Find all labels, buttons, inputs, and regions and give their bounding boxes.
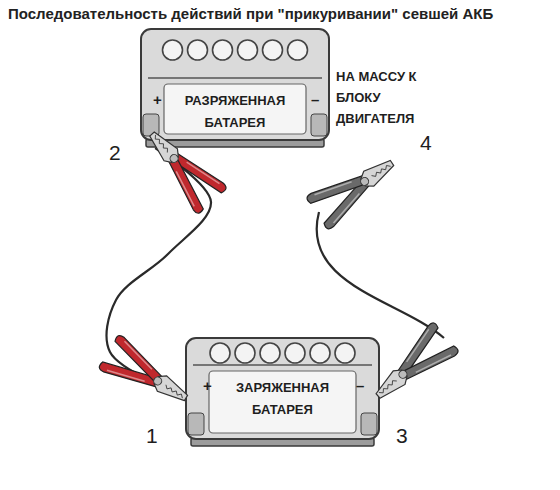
battery-box: РАЗРЯЖЕННАЯ БАТАРЕЯ <box>140 28 330 148</box>
red-clamp <box>137 121 228 215</box>
title: Последовательность действий при "прикури… <box>8 5 493 22</box>
ground-cable <box>317 212 444 338</box>
ground-note: НА МАССУ К БЛОКУ ДВИГАТЕЛЯ <box>336 66 454 129</box>
red-clamp <box>98 334 196 415</box>
black-clamp <box>306 146 404 230</box>
battery-box: ЗАРЯЖЕННАЯ БАТАРЕЯ <box>185 337 380 447</box>
callout-number: 2 <box>109 141 121 165</box>
black-clamp <box>365 321 460 411</box>
battery-label: РАЗРЯЖЕННАЯ БАТАРЕЯ <box>170 90 300 134</box>
callout-number: 4 <box>420 131 432 155</box>
terminal-sign: – <box>311 90 319 110</box>
terminal-sign: + <box>153 90 162 110</box>
battery-label: ЗАРЯЖЕННАЯ БАТАРЕЯ <box>215 377 350 421</box>
terminal-sign: + <box>203 376 212 396</box>
terminal-sign: – <box>356 376 364 396</box>
callout-number: 3 <box>396 424 408 448</box>
callout-number: 1 <box>146 424 158 448</box>
